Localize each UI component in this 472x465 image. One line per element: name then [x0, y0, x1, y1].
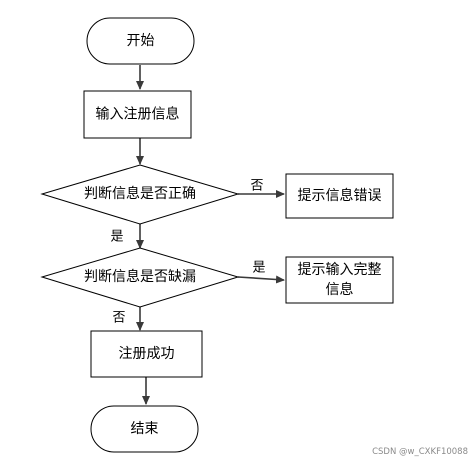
edge-label-missing-yes: 是 — [252, 261, 265, 276]
input-registration-node: 输入注册信息 — [83, 90, 192, 139]
check-correct-node: 判断信息是否正确 — [40, 164, 240, 225]
prompt-complete-node: 提示输入完整 信息 — [285, 256, 394, 304]
edges — [136, 65, 285, 405]
prompt-complete-label-line2: 信息 — [326, 281, 354, 298]
check-missing-label: 判断信息是否缺漏 — [84, 268, 196, 285]
prompt-error-node: 提示信息错误 — [285, 173, 394, 219]
edge-label-missing-no: 否 — [112, 311, 125, 326]
edge-label-correct-no: 否 — [250, 179, 263, 194]
start-node-label: 开始 — [127, 33, 155, 49]
watermark-text: CSDN @w_CXKF10088 — [372, 447, 468, 457]
input-registration-label: 输入注册信息 — [96, 106, 180, 123]
edge-check-missing-to-prompt-complete — [237, 275, 285, 284]
prompt-complete-label-line1: 提示输入完整 — [298, 262, 382, 278]
prompt-error-label: 提示信息错误 — [298, 187, 382, 204]
check-missing-node: 判断信息是否缺漏 — [40, 247, 240, 308]
check-correct-label: 判断信息是否正确 — [84, 185, 196, 202]
end-node: 结束 — [90, 405, 199, 453]
end-node-label: 结束 — [131, 421, 159, 437]
edge-label-correct-yes: 是 — [110, 230, 123, 245]
register-success-node: 注册成功 — [90, 330, 203, 378]
start-node: 开始 — [86, 17, 195, 65]
register-success-label: 注册成功 — [119, 346, 175, 362]
